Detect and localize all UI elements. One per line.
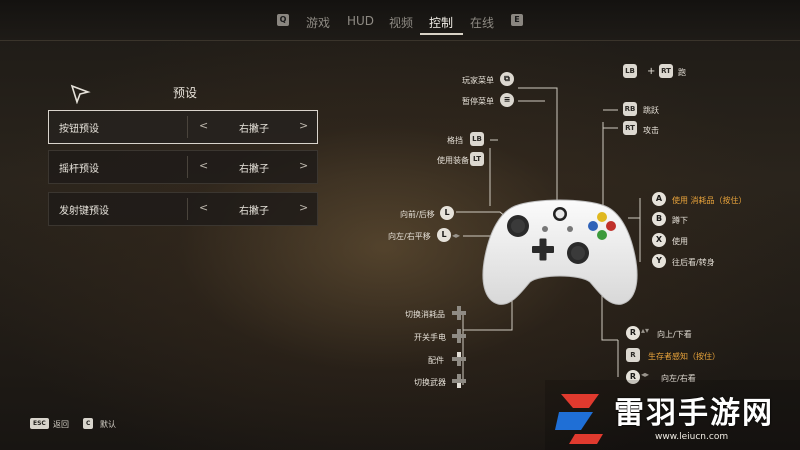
left-stick-icon: L: [437, 228, 451, 242]
divider: [187, 198, 188, 220]
label-attachment: 配件: [428, 356, 444, 365]
menu-button-icon: ≡: [500, 93, 514, 107]
label-sprint: 跑: [678, 68, 686, 77]
label-flashlight: 开关手电: [414, 333, 446, 342]
dpad-up-icon: [452, 352, 466, 366]
chevron-left-icon[interactable]: <: [199, 201, 209, 214]
tab-online[interactable]: 在线: [470, 16, 495, 30]
preset-label: 按钮预设: [59, 124, 99, 135]
right-stick-icon: R: [626, 326, 640, 340]
label-strafe: 向左/右平移: [388, 232, 431, 241]
label-move-forward-back: 向前/后移: [400, 210, 435, 219]
preset-label: 摇杆预设: [59, 164, 99, 175]
label-use-consumable-hold: 使用 消耗品（按住）: [672, 196, 747, 205]
preset-row-stick[interactable]: 摇杆预设 < 右撇子 >: [48, 150, 318, 184]
lb-button-icon: LB: [470, 132, 484, 146]
right-stick-icon: R: [626, 370, 640, 384]
preset-value: 右撇子: [239, 206, 269, 217]
rb-button-icon: RB: [623, 102, 637, 116]
next-tab-key[interactable]: E: [511, 14, 523, 26]
presets-title: 预设: [172, 86, 197, 100]
label-survivor-sense-hold: 生存者感知（按住）: [648, 352, 720, 361]
label-look-left-right: 向左/右看: [661, 374, 696, 383]
lb-button-icon: LB: [623, 64, 637, 78]
mouse-cursor-icon: [70, 84, 91, 104]
default-label[interactable]: 默认: [100, 420, 116, 429]
tab-game[interactable]: 游戏: [306, 16, 331, 30]
a-button-icon: A: [652, 192, 666, 206]
x-button-icon: X: [652, 233, 666, 247]
left-stick-icon: L: [440, 206, 454, 220]
chevron-left-icon[interactable]: <: [199, 119, 209, 132]
label-block: 格挡: [447, 136, 463, 145]
preset-row-button[interactable]: 按钮预设 < 右撇子 >: [48, 110, 318, 144]
lt-button-icon: LT: [470, 152, 484, 166]
preset-label: 发射键预设: [59, 206, 109, 217]
dpad-down-icon: [452, 374, 466, 388]
watermark-title: 雷羽手游网: [614, 396, 774, 431]
tab-hud[interactable]: HUD: [347, 14, 375, 28]
top-nav-bar: Q 游戏 HUD 视频 控制 在线 E: [0, 0, 800, 41]
preset-value: 右撇子: [239, 164, 269, 175]
xbox-controller-image: [482, 199, 638, 305]
b-button-icon: B: [652, 212, 666, 226]
tab-video[interactable]: 视频: [389, 16, 414, 30]
chevron-left-icon[interactable]: <: [199, 159, 209, 172]
watermark-logo: [545, 380, 800, 450]
preset-value: 右撇子: [239, 124, 269, 135]
label-attack: 攻击: [643, 126, 659, 135]
dpad-right-icon: [452, 329, 466, 343]
up-down-arrows-icon: ▴▾: [641, 326, 650, 335]
view-button-icon: ⧉: [500, 72, 514, 86]
label-pause-menu: 暂停菜单: [462, 97, 494, 106]
divider: [187, 116, 188, 138]
dpad-left-icon: [452, 306, 466, 320]
label-use-equipment: 使用装备: [437, 156, 469, 165]
active-tab-indicator: [420, 33, 463, 35]
label-player-menu: 玩家菜单: [462, 76, 494, 85]
left-right-arrows-icon: ◂▸: [452, 231, 461, 240]
label-look-up-down: 向上/下看: [657, 330, 692, 339]
plus-sign: +: [647, 66, 656, 77]
chevron-right-icon[interactable]: >: [299, 119, 309, 132]
label-use: 使用: [672, 237, 688, 246]
rt-button-icon: RT: [659, 64, 673, 78]
esc-key-icon[interactable]: ESC: [30, 418, 49, 429]
left-right-arrows-icon: ◂▸: [641, 370, 650, 379]
chevron-right-icon[interactable]: >: [299, 201, 309, 214]
label-switch-consumable: 切换消耗品: [405, 310, 445, 319]
preset-row-trigger[interactable]: 发射键预设 < 右撇子 >: [48, 192, 318, 226]
label-switch-weapon: 切换武器: [414, 378, 446, 387]
divider: [187, 156, 188, 178]
label-crouch: 蹲下: [672, 216, 688, 225]
tab-controls[interactable]: 控制: [429, 16, 454, 30]
back-label[interactable]: 返回: [53, 420, 69, 429]
label-jump: 跳跃: [643, 106, 659, 115]
right-stick-press-icon: R: [626, 348, 640, 362]
rt-button-icon: RT: [623, 121, 637, 135]
watermark-url: www.leiucn.com: [655, 432, 729, 442]
y-button-icon: Y: [652, 254, 666, 268]
c-key-icon[interactable]: C: [83, 418, 94, 429]
label-look-back-turn: 往后看/转身: [672, 258, 715, 267]
chevron-right-icon[interactable]: >: [299, 159, 309, 172]
prev-tab-key[interactable]: Q: [277, 14, 289, 26]
